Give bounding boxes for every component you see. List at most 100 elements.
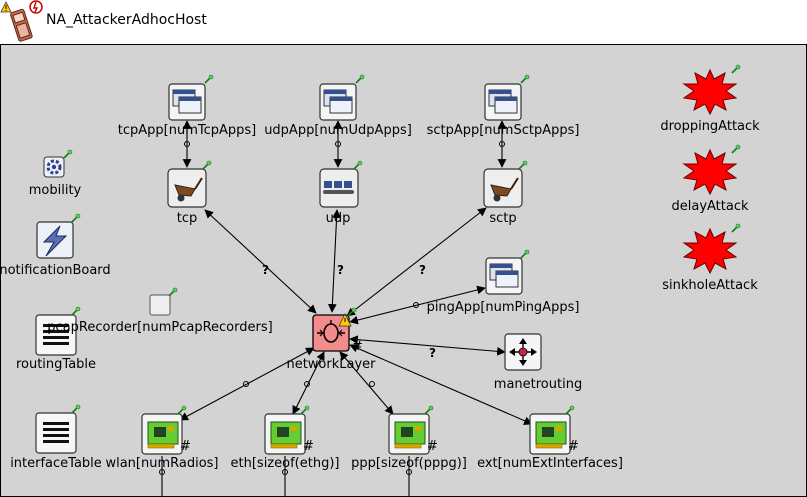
attack-burst-icon [683, 228, 737, 274]
routingtable-module[interactable]: routingTable [16, 306, 96, 372]
wlan-label: wlan[numRadios] [105, 456, 218, 471]
wlan-vector-marker: # [180, 439, 191, 454]
conn-udp-networklayer [327, 209, 342, 313]
pin-icon [177, 405, 187, 415]
lightning-icon [42, 225, 68, 257]
eth-label: eth[sizeof(ethg)] [231, 456, 340, 471]
delayattack-label: delayAttack [671, 199, 748, 214]
unconnected-marker-tcp: ? [262, 263, 269, 277]
pin-icon [731, 144, 741, 154]
pin-icon [300, 405, 310, 415]
networklayer-module[interactable]: networkLayer # [286, 307, 376, 372]
pin-icon [347, 307, 357, 317]
pin-icon [565, 405, 575, 415]
sinkholeattack-label: sinkholeAttack [662, 278, 758, 293]
sinkholeattack-module[interactable]: sinkholeAttack [662, 223, 758, 293]
nic-card-icon [388, 413, 430, 455]
udp-label: udp [326, 211, 351, 226]
pin-icon [353, 160, 363, 170]
conveyor-icon [323, 181, 354, 194]
vector-gate-marker: # [352, 339, 363, 354]
pin-icon [71, 213, 81, 223]
pin-icon [63, 149, 73, 159]
notificationboard-module[interactable]: notificationBoard [0, 213, 111, 278]
networklayer-label: networkLayer [286, 357, 376, 372]
attack-burst-icon [683, 149, 737, 195]
pin-icon [518, 160, 528, 170]
square-icon [149, 294, 171, 316]
ppp-module[interactable]: # ppp[sizeof(pppg)] [351, 405, 467, 471]
unconnected-marker-manet: ? [429, 346, 436, 360]
connections: ? ? ? ? [159, 120, 533, 497]
pin-icon [71, 404, 81, 414]
eth-module[interactable]: # eth[sizeof(ethg)] [231, 405, 340, 471]
tcpapp-module[interactable]: tcpApp[numTcpApps] [118, 74, 256, 138]
udpapp-label: udpApp[numUdpApps] [264, 123, 412, 138]
app-window-icon [485, 257, 523, 295]
pin-icon [731, 64, 741, 74]
sctp-label: sctp [489, 211, 516, 226]
udp-module[interactable]: udp [319, 160, 363, 226]
attack-burst-icon [683, 69, 737, 115]
app-window-icon [319, 83, 357, 121]
unconnected-marker-udp: ? [337, 263, 344, 277]
conn-networklayer-eth [292, 351, 325, 415]
pingapp-module[interactable]: pingApp[numPingApps] [427, 249, 580, 315]
pin-icon [204, 74, 214, 84]
ppp-label: ppp[sizeof(pppg)] [351, 456, 467, 471]
sctp-module[interactable]: sctp [483, 160, 528, 226]
manetrouting-module[interactable]: manetrouting [494, 333, 582, 392]
ext-vector-marker: # [568, 439, 579, 454]
ppp-vector-marker: # [427, 439, 438, 454]
router-icon [509, 338, 537, 366]
udpapp-module[interactable]: udpApp[numUdpApps] [264, 74, 412, 138]
window-title: NA_AttackerAdhocHost [46, 12, 207, 28]
pcaprecorder-module[interactable] [149, 287, 178, 316]
interfacetable-label: interfaceTable [10, 456, 102, 471]
cog-icon [46, 159, 62, 175]
sctpapp-label: sctpApp[numSctpApps] [427, 123, 580, 138]
pin-icon [424, 405, 434, 415]
pin-icon [520, 74, 530, 84]
sctpapp-module[interactable]: sctpApp[numSctpApps] [427, 74, 580, 138]
ext-module[interactable]: # ext[numExtInterfaces] [477, 405, 623, 471]
ext-label: ext[numExtInterfaces] [477, 456, 623, 471]
conn-networklayer-ext [349, 344, 533, 425]
interfacetable-module[interactable]: interfaceTable [10, 404, 102, 471]
pin-icon [71, 306, 81, 316]
droppingattack-label: droppingAttack [660, 119, 760, 134]
nic-card-icon [264, 413, 306, 455]
tcp-label: tcp [177, 211, 198, 226]
mobility-label: mobility [29, 183, 82, 198]
notificationboard-label: notificationBoard [0, 263, 111, 278]
nic-card-icon [141, 413, 183, 455]
app-window-icon [168, 83, 206, 121]
pin-icon [202, 160, 212, 170]
wlan-module[interactable]: # wlan[numRadios] [105, 405, 219, 471]
pingapp-label: pingApp[numPingApps] [427, 300, 580, 315]
wheelbarrow-icon [483, 168, 523, 208]
title-bar: NA_AttackerAdhocHost [0, 0, 807, 44]
pcaprecorder-label: pcapRecorder[numPcapRecorders] [47, 320, 272, 335]
pin-icon [520, 249, 530, 259]
network-layer-icon [317, 320, 345, 343]
tcp-module[interactable]: tcp [167, 160, 212, 226]
pin-icon [355, 74, 365, 84]
table-icon [35, 412, 77, 454]
wheelbarrow-icon [167, 168, 207, 208]
unconnected-marker-sctp: ? [419, 263, 426, 277]
tcpapp-label: tcpApp[numTcpApps] [118, 123, 256, 138]
conn-pingapp-networklayer [349, 285, 486, 325]
pin-icon [731, 223, 741, 233]
pin-icon [168, 287, 178, 297]
droppingattack-module[interactable]: droppingAttack [660, 64, 760, 134]
eth-vector-marker: # [303, 439, 314, 454]
conn-tcp-networklayer [204, 209, 317, 314]
nic-card-icon [529, 413, 571, 455]
mobility-module[interactable]: mobility [29, 149, 82, 198]
conn-networklayer-wlan [179, 347, 315, 421]
delayattack-module[interactable]: delayAttack [671, 144, 749, 214]
app-window-icon [484, 83, 522, 121]
conn-networklayer-manetrouting [349, 335, 506, 356]
